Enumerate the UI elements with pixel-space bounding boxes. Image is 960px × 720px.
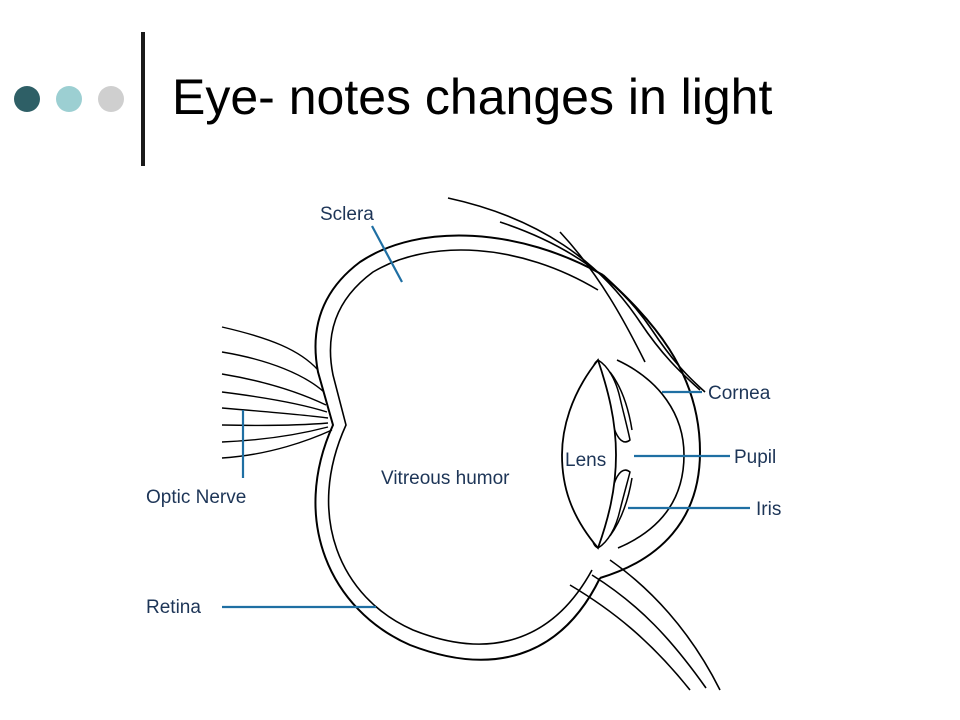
sclera-inner-outline xyxy=(327,249,599,645)
optic-nerve-fibers xyxy=(221,326,333,459)
label-cornea: Cornea xyxy=(708,383,771,404)
lens-outline xyxy=(561,358,617,550)
grey-dot xyxy=(98,86,124,112)
sclera-outer-outline xyxy=(314,234,604,661)
cornea-outline xyxy=(599,274,702,579)
slide-title: Eye- notes changes in light xyxy=(172,69,773,125)
title-divider-rule xyxy=(141,32,145,166)
eyelid-outlines xyxy=(447,197,721,691)
sclera-leader-line xyxy=(371,225,403,283)
title-bullet-dots xyxy=(14,86,124,114)
dark-teal-dot xyxy=(14,86,40,112)
label-pupil: Pupil xyxy=(734,447,776,468)
label-optic-nerve: Optic Nerve xyxy=(146,487,246,508)
label-sclera: Sclera xyxy=(320,204,374,225)
cornea-inner-outline xyxy=(616,359,685,549)
label-iris: Iris xyxy=(756,499,781,520)
light-teal-dot xyxy=(56,86,82,112)
label-lens: Lens xyxy=(565,450,606,471)
label-vitreous-humor: Vitreous humor xyxy=(381,468,510,489)
label-retina: Retina xyxy=(146,597,201,618)
